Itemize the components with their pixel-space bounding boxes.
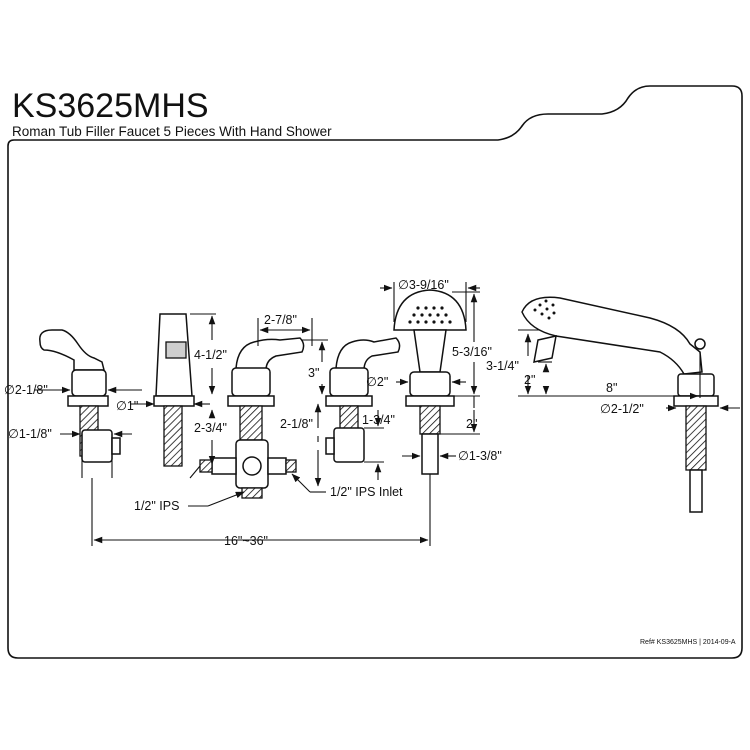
label-ips-inlet: 1/2" IPS Inlet [330,485,403,499]
hand-shower [521,296,719,513]
hand-shower-spray-holes [533,299,556,320]
dim-shank-length: 2-3/4" [194,421,227,435]
dim-holder-hole: ∅1-3/8" [458,449,502,463]
product-description: Roman Tub Filler Faucet 5 Pieces With Ha… [12,124,332,139]
dim-handle-spread: 2-7/8" [264,313,297,327]
dim-holder-height: 5-3/16" [452,345,492,359]
dim-left-valve: ∅1-1/8" [8,427,52,441]
reference-code: Ref# KS3625MHS | 2014-09-A [640,639,736,646]
dim-holder-base: ∅2" [366,375,388,389]
dim-hand-shower-height: 3-1/4" [486,359,519,373]
shower-head-holes [408,306,452,324]
dim-left-handle-base: ∅2-1/8" [4,383,48,397]
right-handle-valve [325,337,401,463]
dimension-lines [34,282,740,546]
dim-hand-shower-grip: 2" [524,373,535,387]
dim-right-valve: 1-3/4" [362,413,395,427]
tub-spout [153,313,195,467]
dim-spout-dia: ∅1" [116,399,138,413]
dim-shower-head: ∅3-9/16" [398,278,449,292]
dim-valve-body: 2-1/8" [280,417,313,431]
sheet-frame [7,85,743,659]
dim-hand-shower-base: ∅2-1/2" [600,402,644,416]
shower-holder [393,289,467,475]
dim-overall-spread: 16"~36" [224,534,268,548]
center-handle-valve [199,337,305,499]
left-handle-valve [39,329,121,463]
label-ips-outlet: 1/2" IPS [134,499,179,513]
dim-spout-height: 4-1/2" [194,348,227,362]
model-title: KS3625MHS [12,87,209,125]
dim-right-handle-height: 3" [308,366,319,380]
dim-hand-shower-length: 8" [606,381,617,395]
dim-holder-shank: 2" [466,417,477,431]
dimension-labels: ∅2-1/8" ∅1-1/8" ∅1" 4-1/2" 2-3/4" 2-7/8"… [4,278,644,548]
